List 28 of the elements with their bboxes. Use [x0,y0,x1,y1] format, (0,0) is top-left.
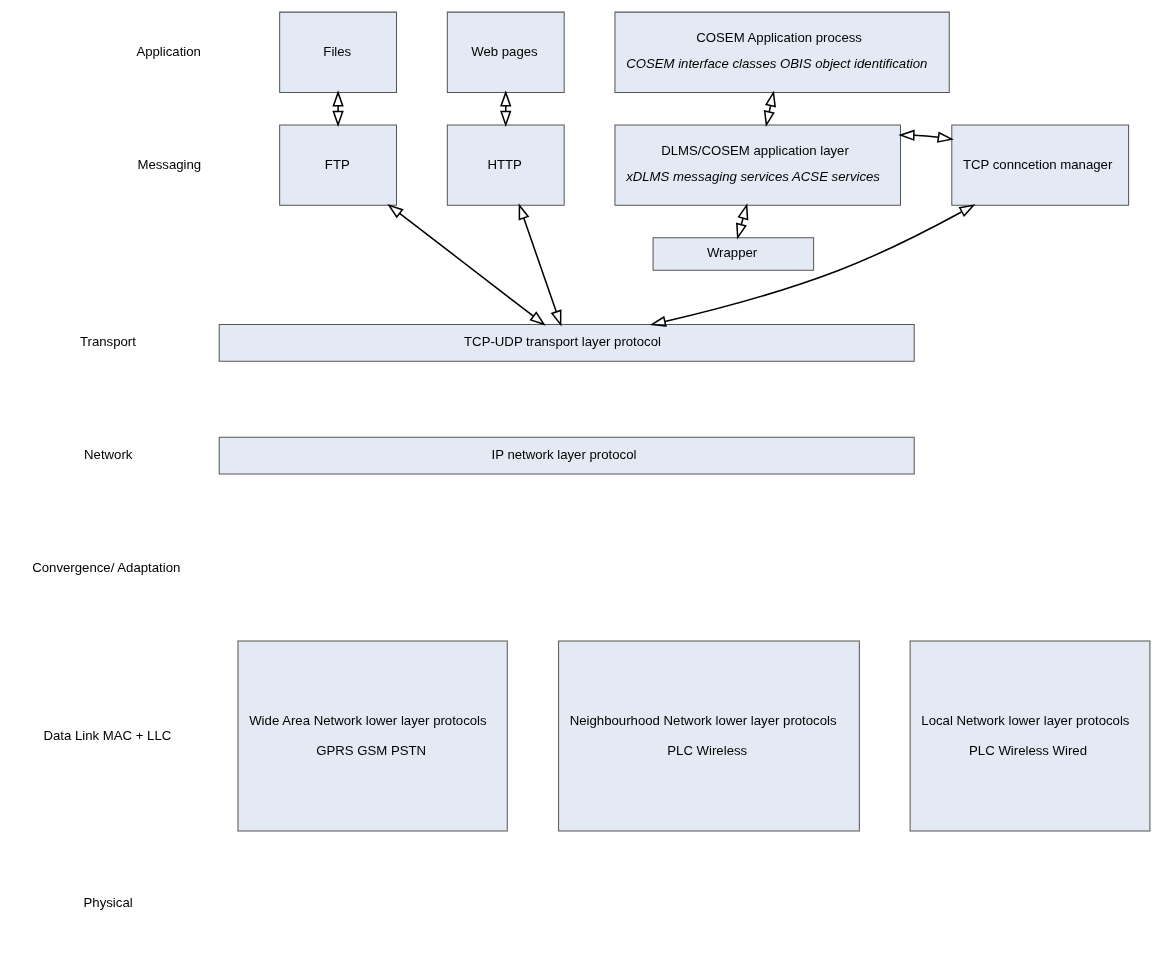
node-box: IP network layer protocol [218,436,915,475]
node-box: Wrapper [652,237,815,271]
arrow [736,203,749,240]
node-box: Neighbourhood Network lower layer protocols PLC Wireless [558,640,860,832]
label: Transport [80,334,136,350]
arrow [500,90,512,128]
label: Application [136,43,201,59]
node-box: Files [279,11,397,93]
node-box: TCP-UDP transport layer protocol [218,324,915,362]
node-box: Wide Area Network lower layer protocols GPRS GSM PSTN [237,640,508,832]
label: Convergence/ Adaptation [32,559,181,575]
label: Network [84,447,133,463]
arrow [387,203,546,326]
arrow [649,204,976,327]
arrow [332,90,344,128]
node-box: Local Network lower layer protocols PLC Wireless Wired [909,640,1151,832]
node-box: DLMS/COSEM application layer xDLMS messaging services ACSE services [614,124,901,206]
node-box: Web pages [446,11,565,93]
node-box: TCP conncetion manager [951,124,1130,206]
label: Data Link MAC + LLC [43,727,172,743]
arrow [898,129,954,143]
node-box: COSEM Application process COSEM interface classes OBIS object identification [614,11,950,93]
arrow [763,90,776,128]
label: Physical [83,895,133,911]
node-box: HTTP [446,124,565,206]
node-box: FTP [279,124,397,206]
arrow [518,203,562,327]
label: Messaging [137,156,202,172]
